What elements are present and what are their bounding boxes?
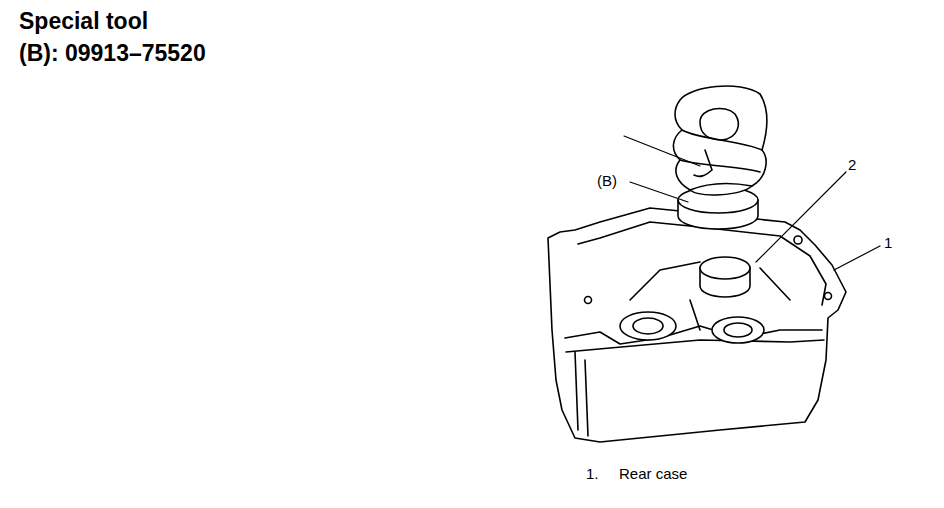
case-wall — [575, 352, 578, 430]
bearing-bore — [712, 317, 764, 343]
bearing-bore — [620, 312, 676, 340]
case-wall — [585, 360, 588, 436]
callout-number: 2 — [847, 156, 857, 173]
leader-line — [834, 246, 880, 270]
hand — [680, 130, 762, 190]
heading: Special tool — [19, 8, 148, 34]
hand — [694, 150, 712, 176]
case-rim — [578, 222, 826, 305]
rear-case — [548, 208, 846, 442]
bolt-hole — [585, 297, 592, 304]
case-lower-rim — [566, 340, 824, 352]
leader-line — [630, 182, 688, 202]
legend-number: 1. — [585, 465, 600, 482]
bolt-hole — [794, 236, 802, 244]
tool-number: (B): 09913–75520 — [19, 40, 206, 66]
callout-label: (B) — [596, 172, 618, 189]
leader-line — [624, 136, 700, 166]
callout-number: 1 — [883, 234, 893, 251]
hand — [700, 108, 738, 140]
part-name: Rear case — [618, 465, 688, 482]
bearing-bore — [724, 323, 752, 337]
plug — [700, 257, 750, 279]
bearing-bore — [633, 318, 663, 334]
hand — [673, 86, 767, 195]
bolt-hole — [825, 293, 832, 300]
leader-line — [756, 172, 846, 262]
